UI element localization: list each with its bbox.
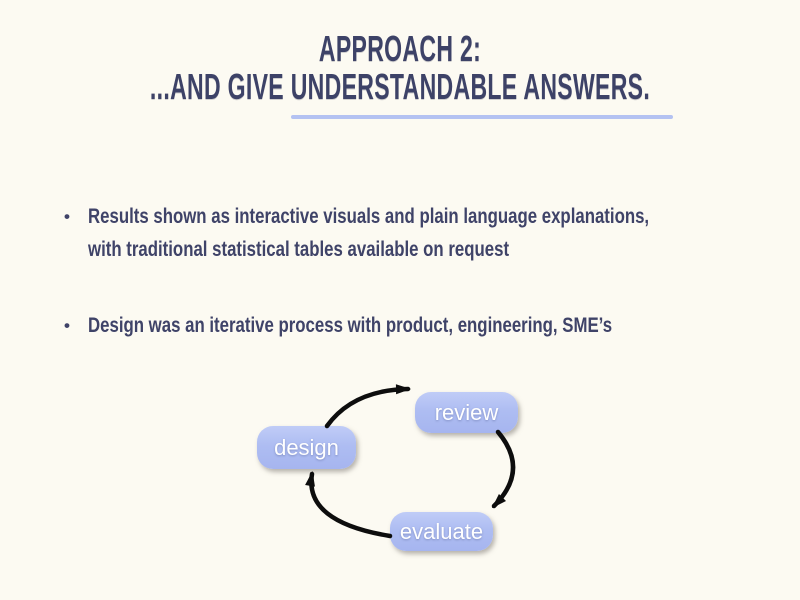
arrow-evaluate-to-design: [305, 471, 393, 539]
cycle-node-label: evaluate: [399, 518, 484, 544]
bullet-marker: •: [64, 207, 70, 226]
bullet-list: • Results shown as interactive visuals a…: [64, 200, 794, 342]
cycle-node-label: review: [434, 399, 499, 425]
slide-title: APPROACH 2: ...AND GIVE UNDERSTANDABLE A…: [144, 30, 656, 106]
bullet-text: Design was an iterative process with pro…: [88, 309, 653, 342]
cycle-arrows-graphic: [305, 384, 516, 539]
title-line-2: ...AND GIVE UNDERSTANDABLE ANSWERS.: [149, 66, 651, 107]
bullet-item: • Design was an iterative process with p…: [64, 309, 794, 342]
title-underline: [291, 115, 673, 119]
cycle-node-label: design: [274, 434, 339, 460]
title-line-1: APPROACH 2:: [318, 28, 482, 69]
cycle-node-evaluate: evaluate: [390, 512, 493, 551]
bullet-text-line: Results shown as interactive visuals and…: [88, 205, 650, 228]
bullet-text-line: with traditional statistical tables avai…: [88, 238, 510, 261]
cycle-node-review: review: [415, 392, 518, 433]
arrow-review-to-evaluate: [491, 429, 516, 509]
bullet-marker: •: [64, 316, 70, 335]
cycle-node-design: design: [257, 426, 356, 469]
bullet-text: Results shown as interactive visuals and…: [88, 200, 653, 266]
bullet-item: • Results shown as interactive visuals a…: [64, 200, 794, 266]
arrow-design-to-review: [324, 384, 411, 429]
bullet-text-line: Design was an iterative process with pro…: [88, 314, 613, 337]
